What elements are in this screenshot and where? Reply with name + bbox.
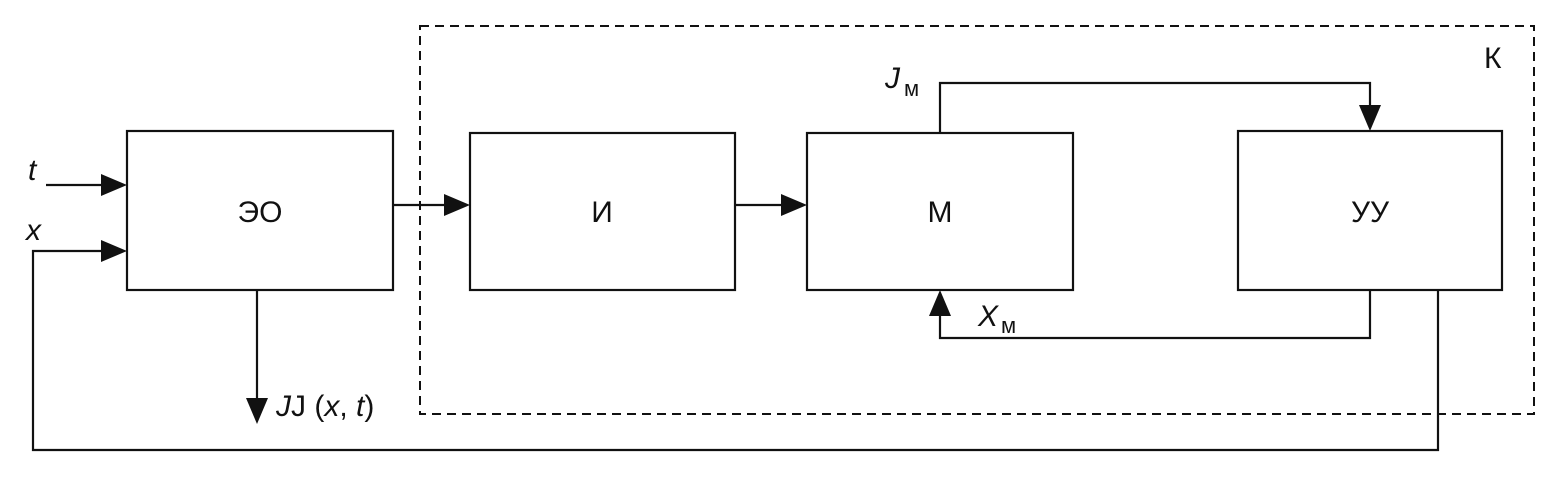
container-k-label: К [1484, 42, 1502, 75]
block-i [468, 131, 737, 292]
container-k-border [419, 25, 1535, 415]
block-eo-label: ЭО [238, 196, 283, 229]
input-x-label: x [24, 214, 42, 247]
jm-m-to-uu-line [938, 81, 1372, 133]
jm-m-to-uu-arrowhead [1359, 105, 1381, 131]
block-uu [1236, 129, 1504, 292]
input-t-arrowhead [101, 174, 127, 196]
xm-uu-to-m-arrowhead [929, 290, 951, 316]
signal-xm-label: X [977, 300, 999, 333]
output-j-label: JJ (x, t) [275, 390, 374, 423]
output-j-arrowhead [246, 398, 268, 424]
feedback-uu-to-eo-arrowhead [101, 240, 127, 262]
eo-to-i-arrowhead [444, 194, 470, 216]
signal-jm-subscript: м [904, 76, 919, 101]
xm-uu-to-m-line [938, 290, 1372, 340]
block-m-label: М [928, 196, 953, 229]
input-t-label: t [28, 154, 38, 187]
i-to-m-arrowhead [781, 194, 807, 216]
block-uu-label: УУ [1351, 196, 1390, 229]
block-i-label: И [591, 196, 613, 229]
signal-jm-label: J [884, 62, 901, 95]
block-eo [125, 129, 395, 292]
feedback-uu-to-eo-line [31, 249, 1440, 452]
signal-xm-subscript: м [1001, 313, 1016, 338]
